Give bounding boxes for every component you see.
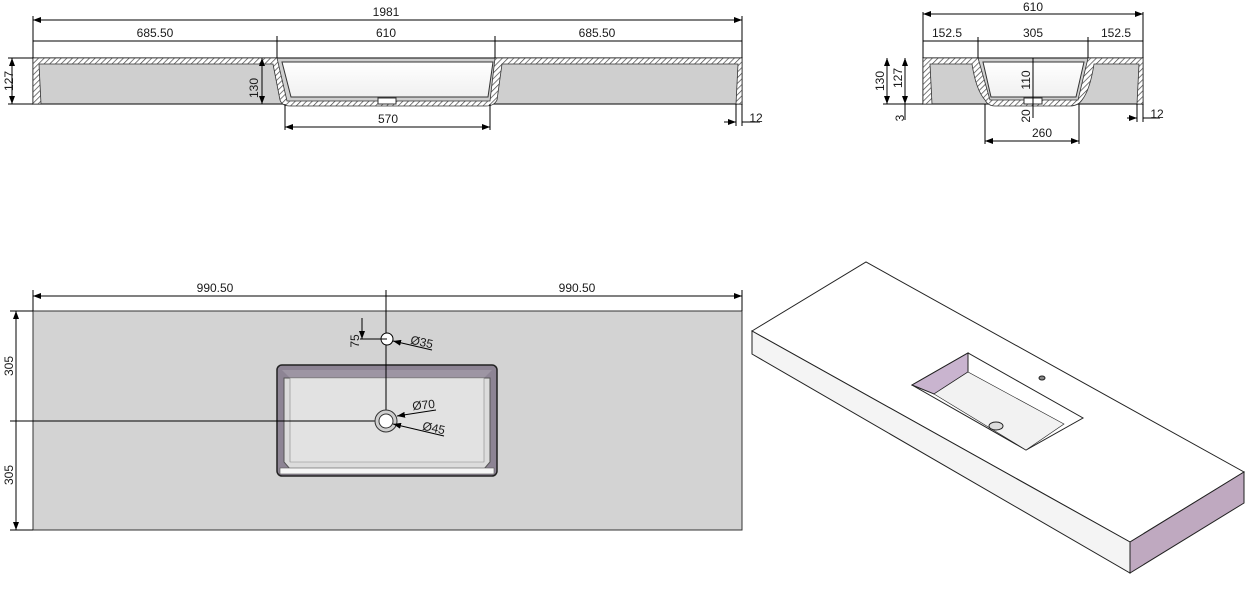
iso-end-face: [1129, 471, 1245, 574]
dim-side-wall-thickness: 12: [1150, 107, 1164, 121]
iso-drain-icon: [988, 421, 1004, 431]
dim-right-to-center: 990.50: [559, 281, 596, 295]
dim-drain-inner: Ø45: [421, 419, 446, 437]
dim-tap-offset: 75: [348, 334, 362, 348]
dim-right-margin: 152.5: [1101, 26, 1131, 40]
dim-left-margin: 152.5: [932, 26, 962, 40]
front-section-view: 1981 685.50 610 685.50 570 127 130 12: [2, 5, 763, 130]
dim-drain-depth: 20: [1019, 109, 1033, 123]
dim-top-half: 305: [2, 356, 16, 376]
dim-left-to-center: 990.50: [197, 281, 234, 295]
dim-total-height: 130: [873, 71, 887, 91]
dim-inner-depth: 110: [1019, 70, 1033, 89]
dim-left-width: 685.50: [137, 26, 174, 40]
iso-tap-hole-icon: [1038, 375, 1046, 381]
dim-bottom-half: 305: [2, 465, 16, 485]
dim-wall-thickness: 12: [749, 111, 763, 125]
front-drain-icon: [377, 97, 397, 105]
dim-overall-depth: 610: [1023, 0, 1043, 14]
plan-view: 990.50 990.50 305 305 75 Ø35 Ø70 Ø45: [2, 281, 743, 531]
side-section-view: 610 152.5 305 152.5 260 130 127 3 110 20…: [873, 0, 1164, 144]
side-section-shell: [922, 57, 1144, 107]
dim-side-height: 127: [891, 68, 905, 88]
dim-offset: 3: [893, 114, 907, 121]
dim-basin-depth: 130: [247, 78, 261, 98]
dim-basin-width: 610: [376, 26, 396, 40]
isometric-view: [751, 261, 1245, 574]
dim-right-width: 685.50: [579, 26, 616, 40]
front-basin-interior: [281, 61, 494, 98]
dim-basin-depth-width: 305: [1023, 26, 1043, 40]
dim-drain-outer: Ø70: [412, 397, 436, 413]
drain-inner-icon: [378, 413, 394, 429]
dim-height: 127: [2, 71, 16, 91]
dim-overall-width: 1981: [373, 5, 400, 19]
dim-basin-bottom-width: 570: [378, 112, 398, 126]
dim-side-basin-bottom: 260: [1032, 126, 1052, 140]
dim-tap-diameter: Ø35: [409, 333, 434, 351]
